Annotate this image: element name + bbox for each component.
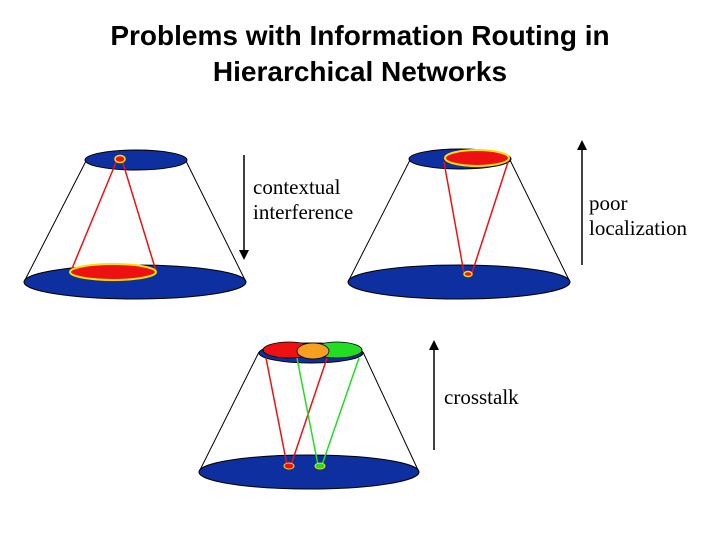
label-poor-line-2: localization: [589, 216, 687, 240]
label-crosstalk-text: crosstalk: [444, 385, 519, 409]
top-region-red: [444, 149, 510, 167]
bottom-node-green: [314, 462, 326, 470]
bottom-region-red: [69, 263, 157, 281]
red-field-line-right: [290, 357, 328, 466]
cone-edge-left: [348, 159, 411, 281]
label-contextual-interference: contextual interference: [253, 175, 353, 225]
top-node-red: [114, 154, 126, 164]
red-field-line-left: [265, 357, 288, 466]
network-poor-localization: [347, 148, 571, 300]
network-contextual-interference: [23, 149, 247, 300]
slide-title: Problems with Information Routing in Hie…: [0, 18, 720, 90]
bottom-layer: [198, 454, 420, 490]
label-contextual-line-2: interference: [253, 200, 354, 224]
label-poor-localization: poor localization: [589, 191, 687, 241]
title-line-1: Problems with Information Routing in: [110, 20, 610, 51]
label-crosstalk: crosstalk: [444, 385, 519, 410]
green-field-line-left: [296, 357, 319, 466]
receptive-field-line-left: [70, 159, 118, 272]
bottom-layer: [347, 264, 571, 300]
cone-edge-right: [362, 351, 419, 471]
receptive-field-line-right: [121, 159, 157, 272]
label-poor-line-1: poor: [589, 191, 628, 215]
receptive-field-line-left: [443, 161, 465, 274]
title-line-2: Hierarchical Networks: [212, 56, 508, 87]
bottom-node-red: [463, 270, 473, 278]
top-layer: [84, 149, 188, 171]
network-crosstalk: [198, 341, 420, 490]
label-contextual-line-1: contextual: [253, 175, 341, 199]
cone-edge-right: [509, 159, 570, 281]
bottom-node-red: [283, 462, 295, 470]
cone-edge-right: [185, 160, 246, 281]
cone-edge-left: [24, 160, 87, 281]
top-region-overlap-orange: [296, 342, 330, 360]
green-field-line-right: [321, 357, 360, 466]
cone-edge-left: [199, 351, 260, 471]
receptive-field-line-right: [471, 161, 509, 274]
